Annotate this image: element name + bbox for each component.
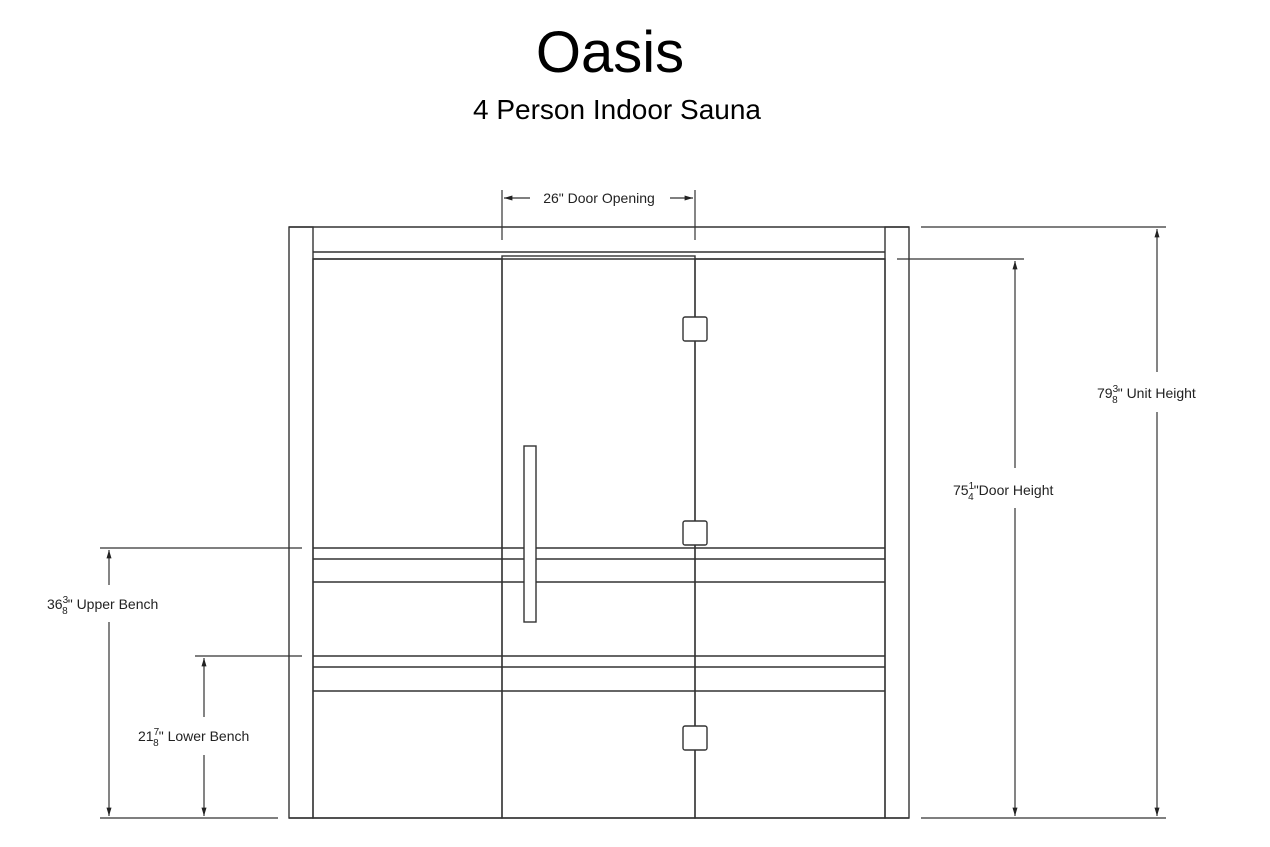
upper-bench-whole: 36	[47, 596, 63, 612]
door-height-numerator: 1	[969, 481, 975, 492]
door-height-suffix: "Door Height	[974, 482, 1054, 498]
door-height-denominator: 4	[968, 492, 974, 503]
hinge-top	[682, 316, 708, 342]
hinge-bottom	[682, 725, 708, 751]
upper-bench-denominator: 8	[62, 606, 68, 617]
left-glass-panel	[312, 258, 503, 819]
door-opening-dimension	[501, 190, 696, 240]
door-height-dimension	[897, 258, 1024, 816]
lower-bench-denominator: 8	[153, 738, 159, 749]
upper-bench-suffix: " Upper Bench	[68, 596, 159, 612]
hinge-middle	[682, 520, 708, 546]
sauna-structure	[288, 226, 910, 819]
door-handle	[523, 445, 537, 623]
unit-height-numerator: 3	[1113, 384, 1119, 395]
door-height-whole: 75	[953, 482, 969, 498]
unit-height-denominator: 8	[1112, 395, 1118, 406]
lower-bench-dimension	[195, 655, 302, 816]
diagram-title: Oasis	[535, 20, 685, 85]
unit-height-whole: 79	[1097, 385, 1113, 401]
upper-bench-numerator: 3	[63, 595, 69, 606]
unit-height-dimension	[921, 226, 1166, 819]
left-post	[288, 226, 314, 819]
right-post	[884, 226, 910, 819]
unit-height-suffix: " Unit Height	[1118, 385, 1196, 401]
lower-bench-whole: 21	[138, 728, 154, 744]
lower-bench-numerator: 7	[154, 727, 160, 738]
right-glass-panel	[694, 258, 886, 819]
door-opening-label: 26" Door Opening	[543, 190, 655, 206]
lower-bench-suffix: " Lower Bench	[159, 728, 250, 744]
upper-bench-dimension	[100, 547, 302, 819]
diagram-subtitle: 4 Person Indoor Sauna	[473, 94, 761, 125]
